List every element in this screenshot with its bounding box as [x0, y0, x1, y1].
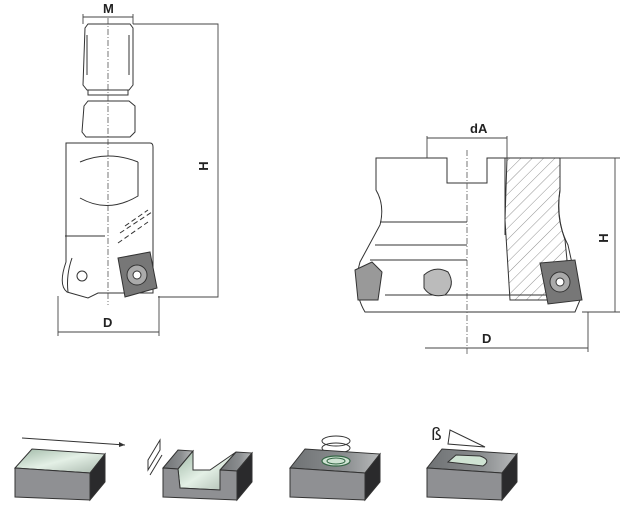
feed-arrow-icon — [119, 442, 125, 447]
slot-direction-icon — [147, 438, 163, 476]
dimension-d-label: D — [482, 331, 491, 346]
cutter-body — [356, 157, 581, 313]
operation-slot-milling — [147, 438, 254, 502]
ramp-angle-label: ß — [431, 425, 442, 445]
tool-body — [61, 142, 154, 299]
threaded-shank — [82, 23, 134, 91]
shank-end-mill-drawing: M H D — [57, 1, 219, 336]
dimension-h-label: H — [196, 161, 211, 170]
dimension-m-label: M — [103, 1, 114, 16]
operation-helical-interpolation — [289, 435, 381, 502]
dimension-d-label: D — [103, 315, 112, 330]
operation-ramping: ß — [426, 425, 518, 502]
dimension-da-label: dA — [470, 121, 488, 136]
ramp-angle-icon — [447, 429, 486, 448]
insert-left — [354, 261, 383, 301]
operation-face-milling — [13, 437, 126, 502]
screw-hole-icon — [76, 270, 88, 282]
dimension-h-line — [133, 23, 219, 298]
face-mill-cutter-drawing: dA H D — [354, 121, 620, 355]
neck — [81, 100, 136, 138]
insert-middle — [423, 268, 452, 297]
helix-icon — [321, 435, 351, 447]
dimension-h-label: H — [596, 233, 611, 242]
